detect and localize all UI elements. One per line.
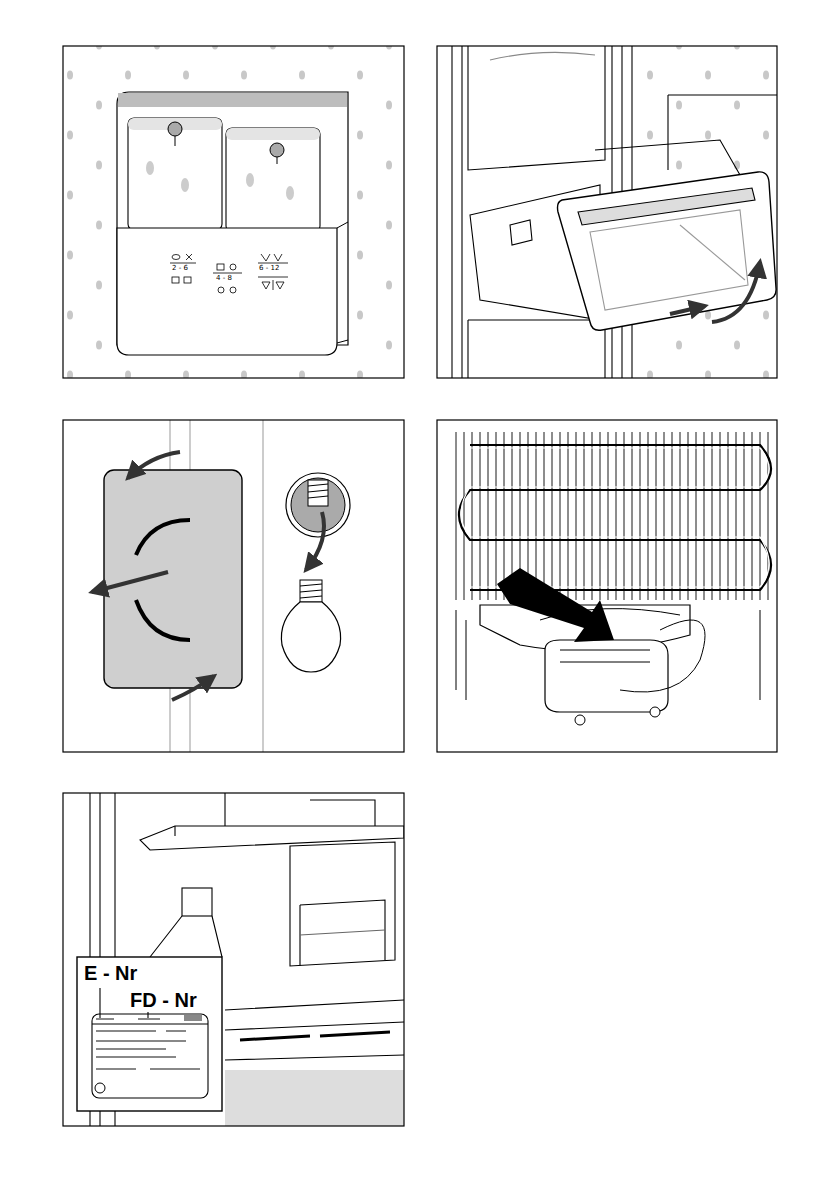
temperature-range: 2 - 6	[172, 265, 188, 272]
product-number-label: E - Nr	[84, 963, 137, 983]
condenser-fin	[488, 432, 489, 600]
condenser-fin	[504, 432, 505, 600]
condenser-fin	[664, 432, 665, 600]
condenser-fin	[760, 432, 761, 600]
condenser-fin	[688, 432, 689, 600]
condenser-fin	[480, 432, 481, 600]
condenser-fin	[720, 432, 721, 600]
condenser-fin	[680, 432, 681, 600]
condenser-fin	[728, 432, 729, 600]
condenser-fin	[632, 432, 633, 600]
condenser-fin	[568, 432, 569, 600]
condenser-fin	[544, 432, 545, 600]
condenser-fin	[616, 432, 617, 600]
condenser-fin	[456, 432, 457, 600]
compressor-panel	[437, 420, 777, 752]
bulb-panel	[63, 420, 404, 752]
condenser-fin	[576, 432, 577, 600]
condenser-fin	[696, 432, 697, 600]
condenser-fin	[608, 432, 609, 600]
condenser-fin	[552, 432, 553, 600]
condenser-fin	[584, 432, 585, 600]
condenser-fin	[736, 432, 737, 600]
condenser-fin	[496, 432, 497, 600]
condenser-fin	[536, 432, 537, 600]
condenser-fin	[752, 432, 753, 600]
condenser-fin	[704, 432, 705, 600]
filter-panel	[63, 46, 404, 378]
production-number-label: FD - Nr	[130, 990, 197, 1010]
condenser-fin	[600, 432, 601, 600]
rating-plate-panel	[63, 793, 404, 1126]
condenser-fin	[624, 432, 625, 600]
condenser-fin	[656, 432, 657, 600]
condenser-fin	[472, 432, 473, 600]
condenser-fin	[464, 432, 465, 600]
condenser-fin	[640, 432, 641, 600]
condenser-fin	[744, 432, 745, 600]
condenser-fin	[648, 432, 649, 600]
condenser-fin	[712, 432, 713, 600]
drawer-panel	[437, 46, 777, 378]
temperature-range: 6 - 12	[259, 265, 279, 272]
temperature-range: 4 - 8	[216, 275, 232, 282]
condenser-fin	[672, 432, 673, 600]
condenser-fin	[560, 432, 561, 600]
condenser-fin	[592, 432, 593, 600]
